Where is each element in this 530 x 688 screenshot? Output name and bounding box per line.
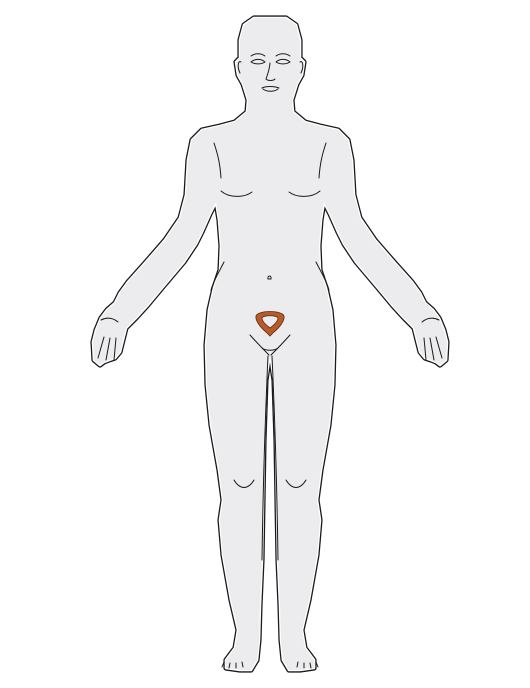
- body-silhouette: [90, 15, 450, 673]
- right-palm-line: [421, 317, 440, 323]
- right-breast: [288, 190, 321, 197]
- body-shape-fill: [93, 18, 447, 670]
- body-details: [97, 53, 443, 669]
- left-breast: [220, 190, 253, 197]
- left-hip-line: [210, 261, 225, 291]
- left-knee: [233, 479, 255, 488]
- groin-right: [270, 334, 291, 356]
- right-finger-lines: [423, 336, 443, 361]
- right-eye: [275, 58, 291, 65]
- right-ear: [299, 61, 304, 74]
- left-eye: [250, 58, 266, 65]
- left-finger-lines: [97, 336, 117, 361]
- mouth-lower: [262, 88, 279, 92]
- left-ear: [237, 61, 242, 74]
- right-toes: [296, 661, 319, 669]
- mouth-upper: [261, 86, 280, 89]
- right-inner-thigh: [271, 355, 279, 561]
- left-shoulder-line: [213, 142, 222, 179]
- left-inner-thigh: [261, 355, 269, 561]
- left-eyebrow: [250, 53, 266, 57]
- nose: [265, 62, 276, 81]
- uterus-highlight: [255, 311, 285, 337]
- pubic-line: [261, 347, 279, 351]
- groin-left: [249, 334, 270, 356]
- right-hip-line: [315, 261, 330, 291]
- left-toes: [221, 661, 244, 669]
- navel: [267, 275, 272, 280]
- left-palm-line: [100, 317, 119, 323]
- right-knee: [285, 479, 307, 488]
- right-eyebrow: [275, 53, 291, 57]
- uterus: [255, 311, 285, 337]
- right-shoulder-line: [318, 142, 327, 179]
